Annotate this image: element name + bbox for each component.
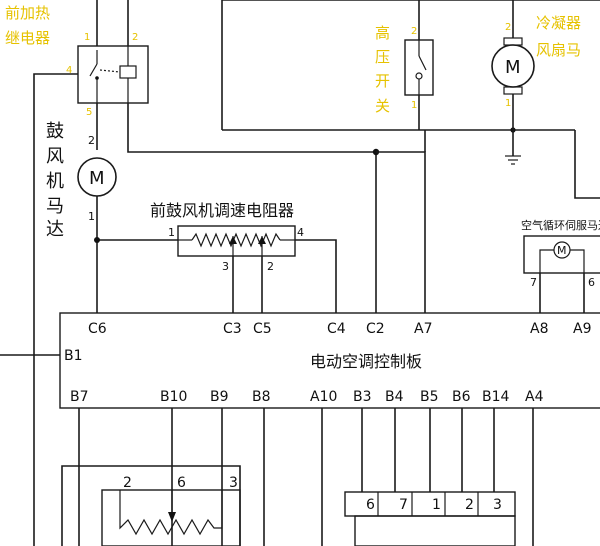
front-heater-relay: 前加热 继电器 1 2 4 5: [5, 4, 149, 118]
relay-pin-1: 1: [84, 32, 90, 43]
condenser-fan-motor: 冷凝器 风扇马 M 2 1: [491, 14, 581, 109]
hp-pin-1: 1: [411, 100, 417, 111]
pin-A8: A8: [530, 321, 548, 337]
blower-label-4: 达: [46, 219, 64, 240]
relay-label-line1: 前加热: [5, 4, 50, 22]
blower-pin-2: 2: [88, 134, 95, 147]
pin-A7: A7: [414, 321, 432, 337]
pin-B1: B1: [64, 348, 83, 364]
pin-B7: B7: [70, 389, 89, 405]
pin-B3: B3: [353, 389, 372, 405]
resistor-box: [177, 225, 296, 257]
connector-pin-3: 3: [493, 497, 502, 513]
resistor-pin-3: 3: [222, 260, 229, 273]
pin-A4: A4: [525, 389, 544, 405]
pot-pin-6: 6: [177, 475, 186, 491]
servo-pin-7: 7: [530, 276, 537, 289]
pin-C2: C2: [366, 321, 385, 337]
condenser-motor-symbol: M: [505, 57, 521, 78]
pin-B5: B5: [420, 389, 439, 405]
pin-B4: B4: [385, 389, 404, 405]
relay-box: [77, 45, 149, 104]
relay-pin-5: 5: [86, 107, 92, 118]
connector-pin-6: 6: [366, 497, 375, 513]
control-board-box: [59, 312, 600, 409]
relay-pin-4: 4: [66, 65, 72, 76]
condenser-pin-2: 2: [505, 22, 511, 33]
pin-A9: A9: [573, 321, 591, 337]
servo-label: 空气循环伺服马达: [521, 218, 600, 232]
ground-icon: [505, 155, 521, 165]
resistor-pin-4: 4: [297, 226, 304, 239]
pin-B9: B9: [210, 389, 229, 405]
blower-label-3: 马: [46, 196, 64, 217]
high-pressure-switch: 高 压 开 关 2 1: [375, 24, 434, 115]
blower-label-0: 鼓: [46, 121, 64, 142]
hp-label-2: 开: [375, 72, 390, 90]
blower-motor: 鼓 风 机 马 达 M 2 1: [46, 121, 117, 240]
pin-C6: C6: [88, 321, 107, 337]
pin-A10: A10: [310, 389, 337, 405]
connector-pin-1: 1: [432, 497, 441, 513]
connector-body: [354, 515, 516, 546]
resistor-label: 前鼓风机调速电阻器: [150, 201, 294, 220]
condenser-label-line2: 风扇马: [536, 41, 581, 59]
hp-label-0: 高: [375, 24, 390, 42]
blower-motor-symbol: M: [89, 168, 105, 189]
pin-B8: B8: [252, 389, 271, 405]
control-board: 电动空调控制板 C6 C3 C5 C4 C2 A7 A8 A9 B1 B7 B1…: [59, 312, 600, 409]
control-board-label: 电动空调控制板: [310, 352, 422, 371]
blower-speed-resistor: 前鼓风机调速电阻器 1 4 3 2: [150, 201, 304, 273]
pin-C3: C3: [223, 321, 242, 337]
pin-B10: B10: [160, 389, 187, 405]
resistor-pin-1: 1: [168, 226, 175, 239]
relay-pin-2: 2: [132, 32, 138, 43]
blower-label-2: 机: [46, 171, 64, 192]
hp-pin-2: 2: [411, 26, 417, 37]
bottom-connector: 6 7 1 2 3: [344, 491, 516, 546]
blower-pin-1: 1: [88, 210, 95, 223]
pot-pin-2: 2: [123, 475, 132, 491]
mode-potentiometer: 2 6 3: [61, 465, 241, 546]
connector-pin-7: 7: [399, 497, 408, 513]
pin-C5: C5: [253, 321, 272, 337]
hp-label-1: 压: [375, 48, 390, 66]
air-circulation-servo: 空气循环伺服马达 M 7 6: [521, 218, 600, 289]
relay-coil: [119, 65, 137, 79]
pin-B6: B6: [452, 389, 471, 405]
resistor-pin-2: 2: [267, 260, 274, 273]
condenser-label-line1: 冷凝器: [536, 14, 581, 32]
pot-pin-3: 3: [229, 475, 238, 491]
pot-box: [101, 489, 241, 546]
pin-B14: B14: [482, 389, 510, 405]
connector-pin-2: 2: [465, 497, 474, 513]
condenser-pin-1: 1: [505, 98, 511, 109]
blower-label-1: 风: [46, 146, 64, 167]
servo-motor-symbol: M: [557, 244, 567, 257]
servo-pin-6: 6: [588, 276, 595, 289]
servo-box: [523, 235, 600, 274]
hp-label-3: 关: [375, 97, 390, 115]
relay-label-line2: 继电器: [5, 29, 50, 47]
pin-C4: C4: [327, 321, 346, 337]
